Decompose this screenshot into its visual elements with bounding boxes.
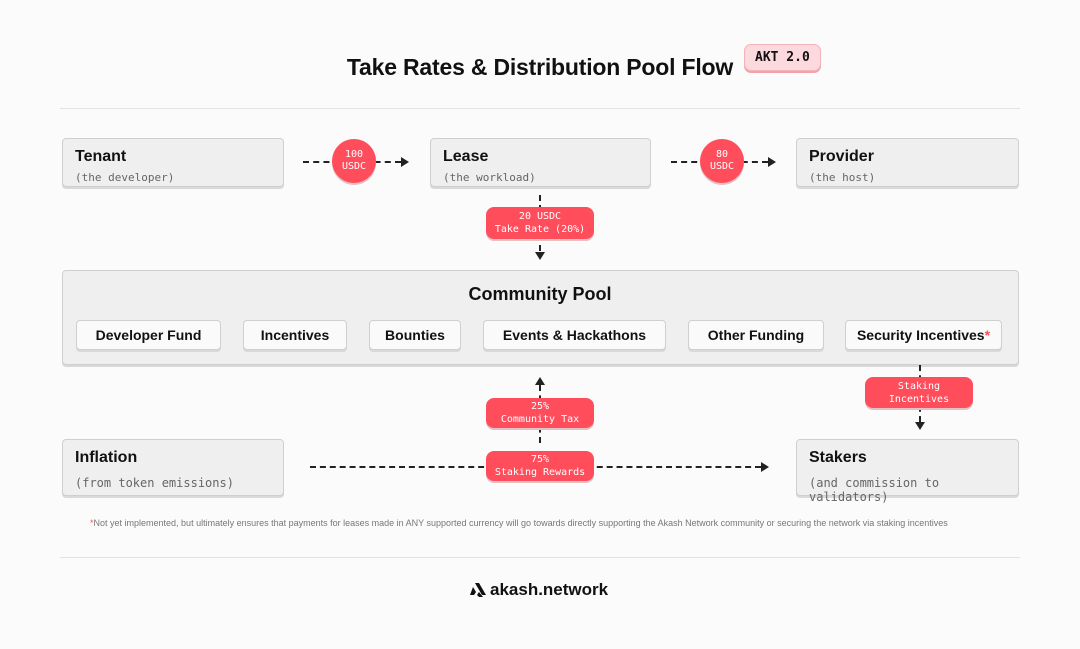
arrow-down-icon <box>535 252 545 260</box>
arrow-right-icon <box>768 157 776 167</box>
inflation-node: Inflation (from token emissions) <box>62 439 284 496</box>
stakers-subtitle: (and commission to validators) <box>809 476 940 504</box>
arrow-right-icon <box>401 157 409 167</box>
footnote-text: Not yet implemented, but ultimately ensu… <box>93 518 948 528</box>
stakers-title: Stakers <box>809 449 867 466</box>
arrow-right-icon <box>761 462 769 472</box>
tenant-title: Tenant <box>75 148 127 165</box>
tenant-node: Tenant (the developer) <box>62 138 284 187</box>
staking-incentives-pill: Staking Incentives <box>865 377 973 408</box>
bottom-divider <box>60 557 1020 558</box>
top-divider <box>60 108 1020 109</box>
page-title: Take Rates & Distribution Pool Flow <box>346 54 734 80</box>
lease-provider-amount: 80 USDC <box>700 139 744 183</box>
arrow-up-icon <box>535 377 545 385</box>
pool-item-incentives: Incentives <box>243 320 347 350</box>
footnote-star: * <box>90 518 94 528</box>
tenant-lease-amount: 100 USDC <box>332 139 376 183</box>
brand-name: akash.network <box>490 580 609 599</box>
take-rate-pill: 20 USDC Take Rate (20%) <box>486 207 594 239</box>
community-pool-title: Community Pool <box>468 284 612 304</box>
inflation-subtitle: (from token emissions) <box>75 476 234 490</box>
inflation-title: Inflation <box>75 449 138 466</box>
provider-title: Provider <box>809 148 874 165</box>
pool-item-events-hackathons: Events & Hackathons <box>483 320 666 350</box>
footnote: *Not yet implemented, but ultimately ens… <box>90 518 948 528</box>
pool-item-developer-fund: Developer Fund <box>76 320 221 350</box>
brand-logo: akash.network <box>470 580 608 600</box>
asterisk-marker: * <box>984 327 991 343</box>
staking-rewards-pill: 75% Staking Rewards <box>486 451 594 481</box>
tenant-subtitle: (the developer) <box>75 171 175 184</box>
version-badge: AKT 2.0 <box>744 44 821 71</box>
pool-item-bounties: Bounties <box>369 320 461 350</box>
community-tax-pill: 25% Community Tax <box>486 398 594 428</box>
provider-subtitle: (the host) <box>809 171 876 184</box>
lease-subtitle: (the workload) <box>443 171 536 184</box>
provider-node: Provider (the host) <box>796 138 1019 187</box>
lease-title: Lease <box>443 148 489 165</box>
pool-item-other-funding: Other Funding <box>688 320 824 350</box>
stakers-node: Stakers (and commission to validators) <box>796 439 1019 504</box>
arrow-down-icon <box>915 422 925 430</box>
lease-node: Lease (the workload) <box>430 138 651 187</box>
akash-logo-icon <box>470 583 486 597</box>
pool-item-security-incentives: Security Incentives* <box>845 320 1002 350</box>
